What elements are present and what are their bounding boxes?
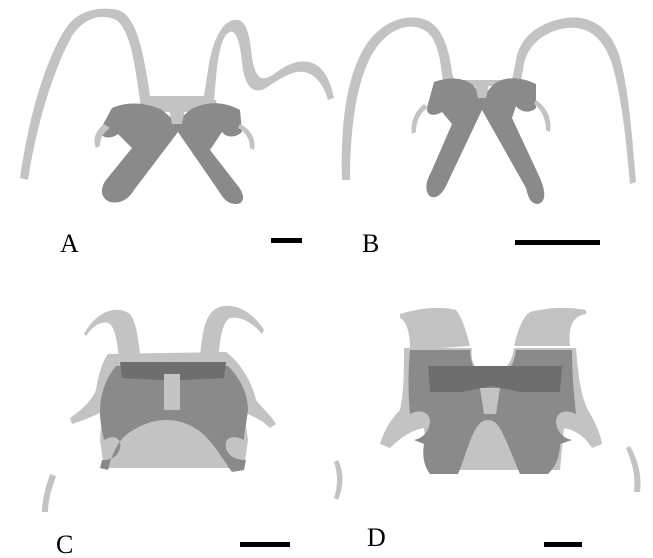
panel-c-right-horn <box>200 306 264 360</box>
scale-bar-c <box>240 542 290 547</box>
panel-c <box>42 306 343 512</box>
panel-a-right-process <box>238 124 254 150</box>
panel-d-right-fragment <box>626 446 641 492</box>
panel-b-left-process <box>412 104 429 134</box>
panel-c-left-fragment <box>42 474 56 512</box>
panel-label-a: A <box>60 229 79 258</box>
panel-label-d: D <box>367 523 386 552</box>
panel-a <box>20 9 334 204</box>
panel-b <box>342 17 636 204</box>
panel-d-left-horn <box>400 308 470 350</box>
scale-bar-b <box>515 240 600 245</box>
panel-b-right-process <box>534 100 550 132</box>
scale-bar-a <box>271 238 302 243</box>
panel-c-midline <box>164 374 180 410</box>
scale-bar-d <box>544 542 582 547</box>
panel-label-c: C <box>56 530 73 558</box>
panel-a-outer-membrane <box>20 9 334 180</box>
panel-d-right-horn <box>514 308 586 346</box>
panel-label-b: B <box>362 229 379 258</box>
panel-c-right-fragment <box>334 460 343 500</box>
panel-d <box>380 308 641 492</box>
